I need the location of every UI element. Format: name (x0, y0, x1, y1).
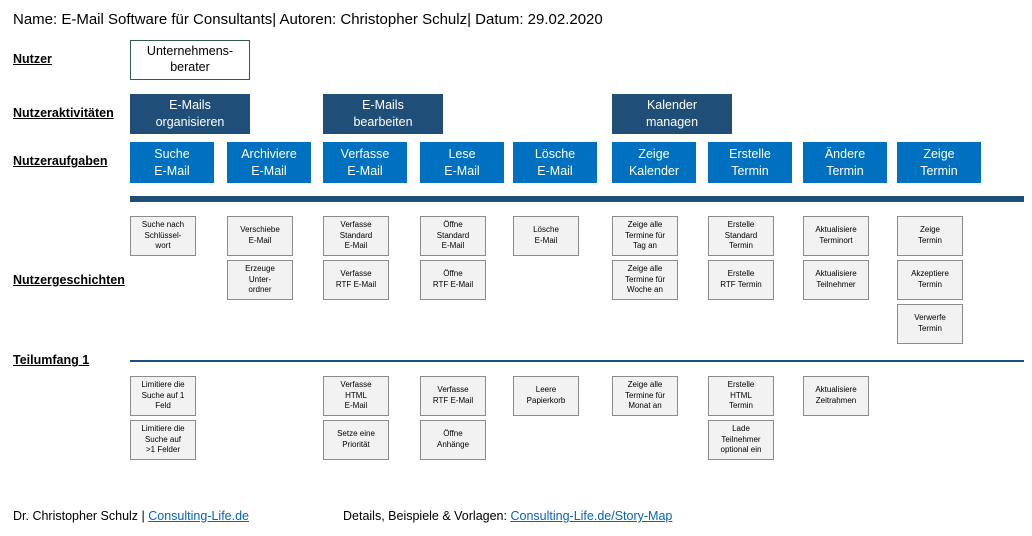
story-card: Zeige alle Termine für Tag an (612, 216, 678, 256)
story-card: Erstelle RTF Termin (708, 260, 774, 300)
activity-box: E-Mails organisieren (130, 94, 250, 134)
release-story-card: Verfasse RTF E-Mail (420, 376, 486, 416)
story-card: Zeige Termin (897, 216, 963, 256)
release-story-card: Zeige alle Termine für Monat an (612, 376, 678, 416)
footer-details: Details, Beispiele & Vorlagen: Consultin… (343, 509, 672, 523)
page-title: Name: E-Mail Software für Consultants| A… (13, 11, 603, 28)
activity-box: E-Mails bearbeiten (323, 94, 443, 134)
row-label-geschichten: Nutzergeschichten (13, 273, 125, 287)
user-role-box: Unternehmens- berater (130, 40, 250, 80)
story-card: Erzeuge Unter- ordner (227, 260, 293, 300)
story-card: Aktualisiere Teilnehmer (803, 260, 869, 300)
story-card: Verfasse Standard E-Mail (323, 216, 389, 256)
footer-author-link[interactable]: Consulting-Life.de (148, 509, 250, 523)
story-card: Suche nach Schlüssel- wort (130, 216, 196, 256)
task-box: Zeige Termin (897, 142, 981, 183)
task-box: Erstelle Termin (708, 142, 792, 183)
release-story-card: Limitiere die Suche auf >1 Felder (130, 420, 196, 460)
footer-author: Dr. Christopher Schulz | Consulting-Life… (13, 509, 249, 523)
release-story-card: Aktualisiere Zeitrahmen (803, 376, 869, 416)
task-box: Zeige Kalender (612, 142, 696, 183)
footer-details-text: Details, Beispiele & Vorlagen: (343, 509, 511, 523)
release-story-card: Erstelle HTML Termin (708, 376, 774, 416)
task-box: Archiviere E-Mail (227, 142, 311, 183)
story-card: Lösche E-Mail (513, 216, 579, 256)
task-box: Ändere Termin (803, 142, 887, 183)
row-label-aufgaben: Nutzeraufgaben (13, 154, 108, 168)
release-story-card: Lade Teilnehmer optional ein (708, 420, 774, 460)
release-story-card: Setze eine Priorität (323, 420, 389, 460)
task-box: Lösche E-Mail (513, 142, 597, 183)
release-story-card: Öffne Anhänge (420, 420, 486, 460)
story-card: Aktualisiere Terminort (803, 216, 869, 256)
story-card: Verfasse RTF E-Mail (323, 260, 389, 300)
row-label-aktivitaeten: Nutzeraktivitäten (13, 106, 114, 120)
story-card: Erstelle Standard Termin (708, 216, 774, 256)
release-story-card: Leere Papierkorb (513, 376, 579, 416)
story-card: Verschiebe E-Mail (227, 216, 293, 256)
backbone-divider (130, 196, 1024, 202)
release-story-card: Limitiere die Suche auf 1 Feld (130, 376, 196, 416)
footer-author-text: Dr. Christopher Schulz | (13, 509, 149, 523)
release-divider (130, 360, 1024, 362)
row-label-teilumfang: Teilumfang 1 (13, 353, 90, 367)
task-box: Lese E-Mail (420, 142, 504, 183)
activity-box: Kalender managen (612, 94, 732, 134)
footer-details-link[interactable]: Consulting-Life.de/Story-Map (510, 509, 673, 523)
story-card: Zeige alle Termine für Woche an (612, 260, 678, 300)
release-story-card: Verfasse HTML E-Mail (323, 376, 389, 416)
task-box: Suche E-Mail (130, 142, 214, 183)
story-card: Öffne Standard E-Mail (420, 216, 486, 256)
story-card: Verwerfe Termin (897, 304, 963, 344)
story-card: Öffne RTF E-Mail (420, 260, 486, 300)
task-box: Verfasse E-Mail (323, 142, 407, 183)
row-label-nutzer: Nutzer (13, 52, 52, 66)
story-card: Akzeptiere Termin (897, 260, 963, 300)
